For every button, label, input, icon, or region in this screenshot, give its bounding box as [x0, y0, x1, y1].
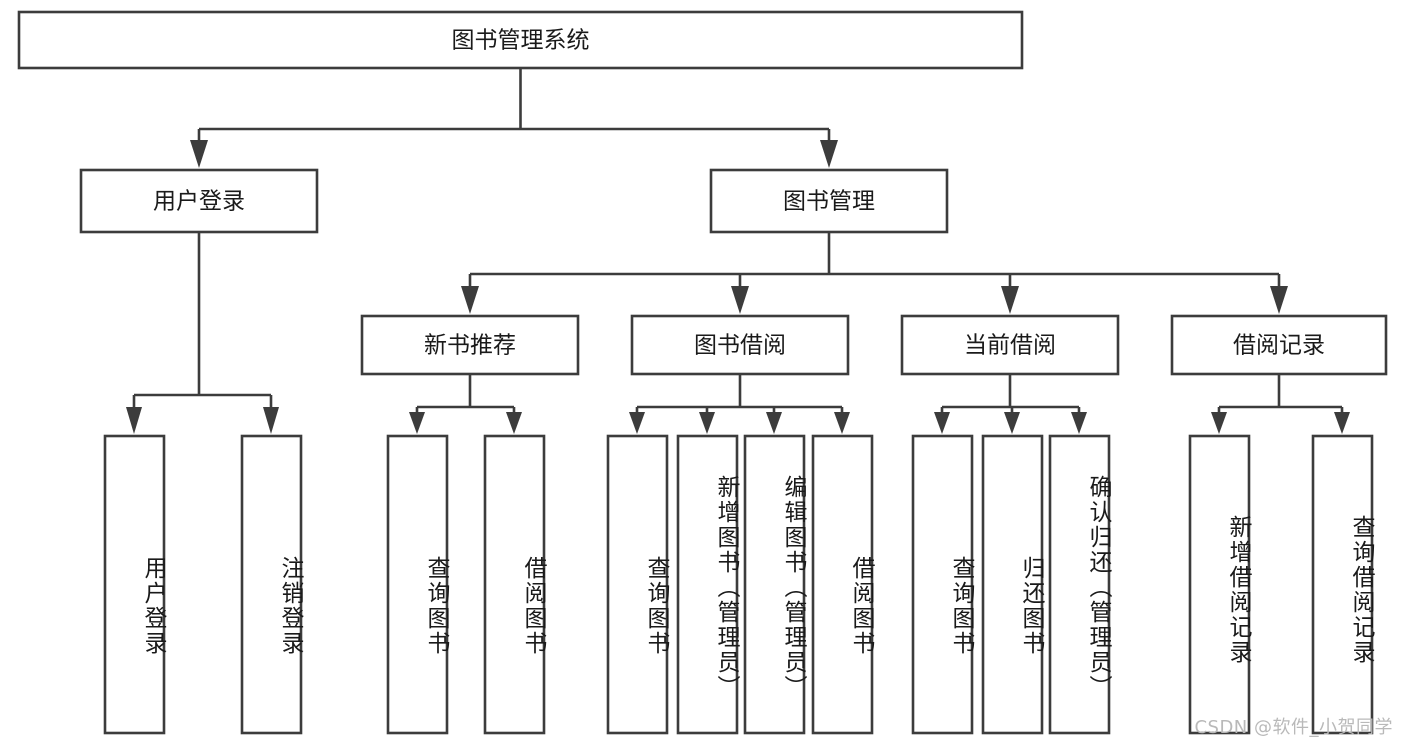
node-book-management-label: 图书管理: [783, 189, 875, 215]
node-user-login-label: 用户登录: [153, 189, 245, 215]
node-book-management[interactable]: 图书管理: [709, 168, 949, 234]
leaf-box-edit-book-admin[interactable]: [743, 434, 806, 735]
leaf-box-confirm-return-admin[interactable]: [1048, 434, 1111, 735]
leaf-box-query-book-recommend[interactable]: [386, 434, 449, 735]
leaf-box-add-book-admin[interactable]: [676, 434, 739, 735]
arrow-head-icon: [820, 140, 838, 168]
connector-borrow-to-leaves: [629, 374, 850, 434]
leaf-box-logout[interactable]: [240, 434, 303, 735]
arrow-head-icon: [263, 407, 279, 434]
leaf-box-query-book-current[interactable]: [911, 434, 974, 735]
node-new-book-recommend[interactable]: 新书推荐: [360, 314, 580, 376]
connector-root-to-level2: [190, 68, 838, 168]
leaf-box-query-borrow-record[interactable]: [1311, 434, 1374, 735]
arrow-head-icon: [461, 286, 479, 314]
connector-records-to-leaves: [1211, 374, 1350, 434]
connector-current-to-leaves: [934, 374, 1087, 434]
leaf-box-query-book-borrow[interactable]: [606, 434, 669, 735]
arrow-head-icon: [834, 412, 850, 434]
node-new-book-recommend-label: 新书推荐: [424, 333, 516, 359]
arrow-head-icon: [731, 286, 749, 314]
node-book-borrow[interactable]: 图书借阅: [630, 314, 850, 376]
arrow-head-icon: [506, 412, 522, 434]
arrow-head-icon: [934, 412, 950, 434]
node-user-login[interactable]: 用户登录: [79, 168, 319, 234]
watermark-text: CSDN @软件_小贺同学: [1194, 717, 1393, 738]
leaf-box-return-book[interactable]: [981, 434, 1044, 735]
node-root-label: 图书管理系统: [452, 28, 590, 54]
arrow-head-icon: [1001, 286, 1019, 314]
node-current-borrow[interactable]: 当前借阅: [900, 314, 1120, 376]
arrow-head-icon: [126, 407, 142, 434]
node-root[interactable]: 图书管理系统: [17, 10, 1024, 70]
node-borrow-record[interactable]: 借阅记录: [1170, 314, 1388, 376]
arrow-head-icon: [1004, 412, 1020, 434]
arrow-head-icon: [629, 412, 645, 434]
node-current-borrow-label: 当前借阅: [964, 333, 1056, 359]
node-borrow-record-label: 借阅记录: [1233, 333, 1325, 359]
connector-newbooks-to-leaves: [409, 374, 522, 434]
arrow-head-icon: [766, 412, 782, 434]
node-book-borrow-label: 图书借阅: [694, 333, 786, 359]
arrow-head-icon: [1071, 412, 1087, 434]
arrow-head-icon: [1334, 412, 1350, 434]
leaf-box-add-borrow-record[interactable]: [1188, 434, 1251, 735]
connector-login-to-leaves: [126, 232, 279, 434]
leaf-box-borrow-book-recommend[interactable]: [483, 434, 546, 735]
leaf-box-user-login[interactable]: [103, 434, 166, 735]
arrow-head-icon: [409, 412, 425, 434]
leaf-box-borrow-book[interactable]: [811, 434, 874, 735]
arrow-head-icon: [699, 412, 715, 434]
connector-books-to-level3: [461, 232, 1288, 314]
arrow-head-icon: [190, 140, 208, 168]
arrow-head-icon: [1270, 286, 1288, 314]
arrow-head-icon: [1211, 412, 1227, 434]
